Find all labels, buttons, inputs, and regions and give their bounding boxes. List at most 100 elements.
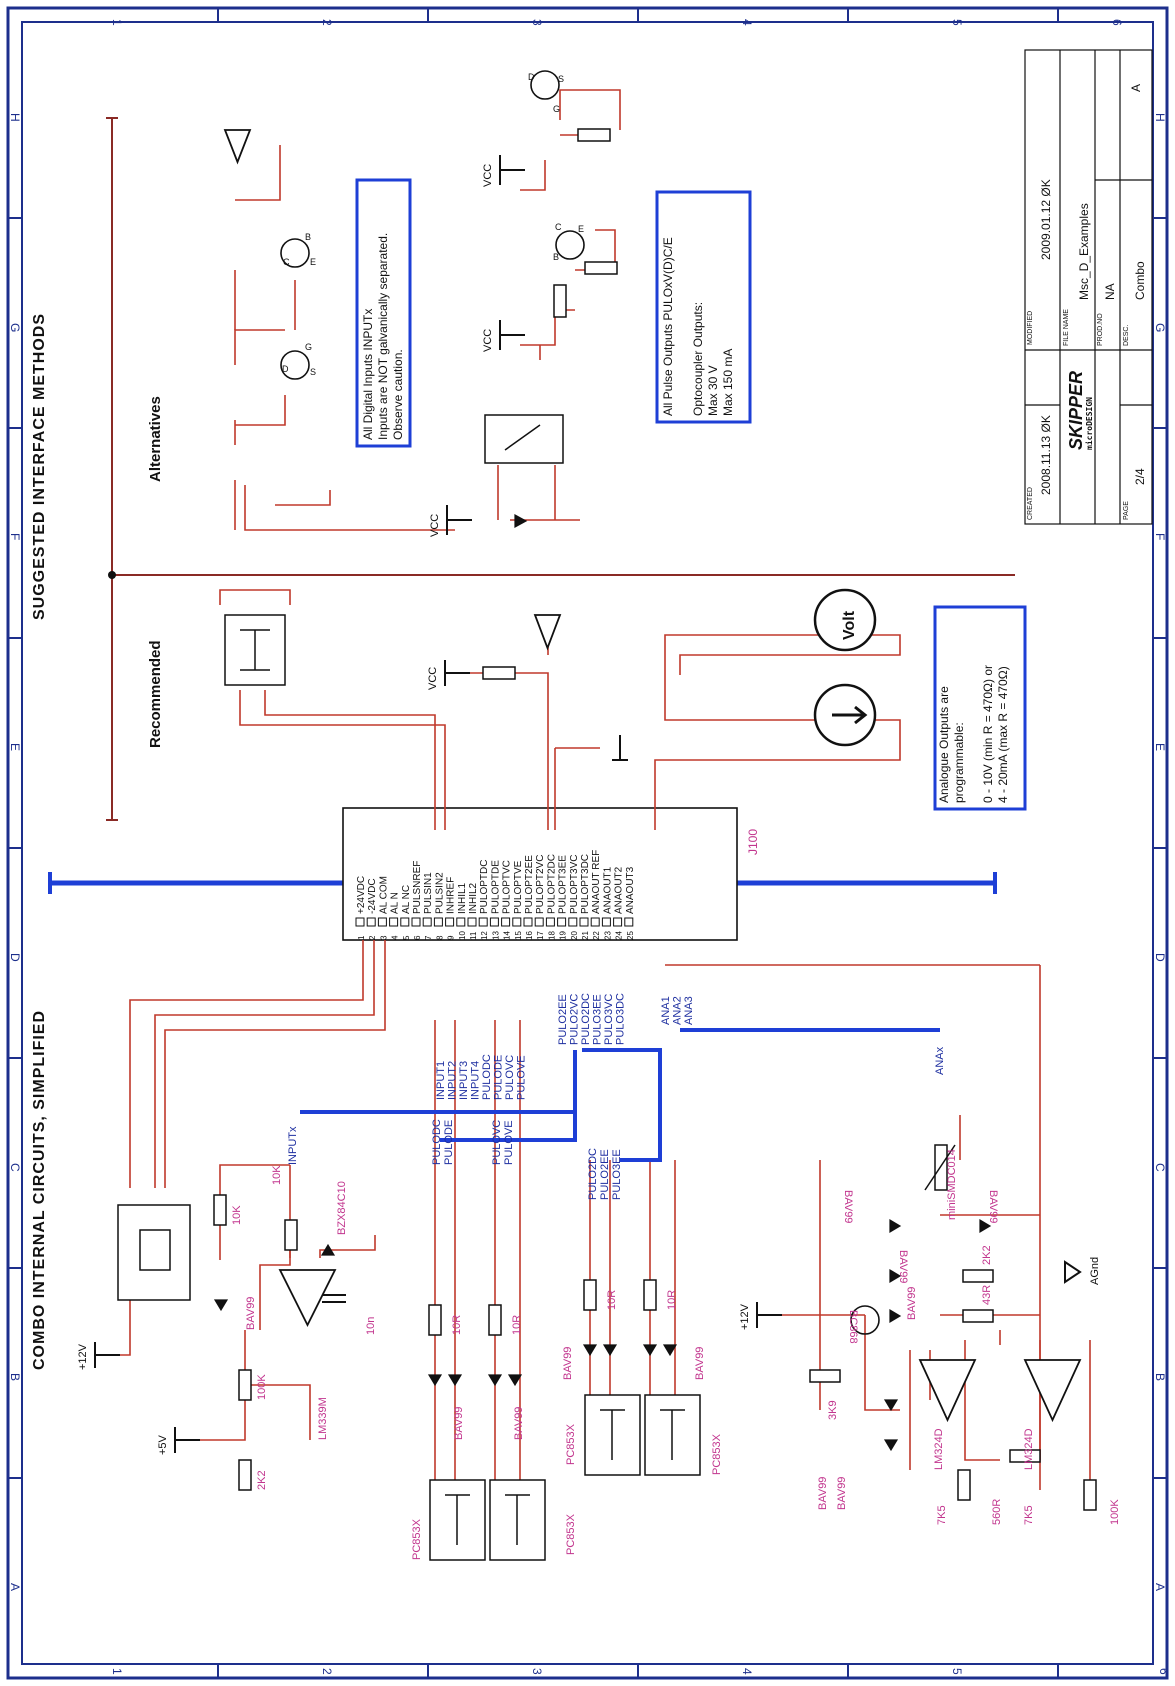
connector-pin-box [613, 917, 623, 927]
connector-pin-name: PULOPT2DC [546, 854, 557, 914]
tb-desc: Combo [1133, 261, 1147, 300]
net-labels-misc: INPUTx ANAx PULODC PULODE PULOVC PULOVE … [287, 1046, 946, 1200]
note-pulse-outputs: All Pulse Outputs PULOxV(D)C/E Optocoupl… [655, 190, 752, 424]
inverter-alternative [223, 129, 252, 165]
power-symbols [94, 155, 1082, 1453]
heading-internal-circuits: COMBO INTERNAL CIRCUITS, SIMPLIFIED [31, 1010, 48, 1370]
title-block-text: CREATED 2008.11.13 ØK MODIFIED 2009.01.1… [1027, 84, 1147, 520]
col-marker-4: 4 [740, 19, 754, 26]
connector-pin-name: AL COM [378, 876, 389, 914]
label-bav99-2: BAV99 [453, 1407, 465, 1440]
connector-pin-name: PULOPT3VC [569, 855, 580, 914]
connector-pin-name: PULOPTDC [479, 860, 490, 914]
connector-pin-box [489, 917, 499, 927]
label-vcc-2: VCC [429, 514, 441, 537]
relay-alternative [484, 414, 564, 464]
resistor-100k [238, 1369, 252, 1401]
component-labels: BZX84C10 10n 10K 10K 100K 2K2 BAV99 LM33… [231, 1149, 1121, 1560]
meters [813, 588, 877, 747]
tb-file: Msc_D_Examples [1077, 203, 1091, 300]
connector-pin-box [568, 917, 578, 927]
connector-pin-name: INHREF [446, 877, 457, 914]
col-marker-6: 6 [1110, 19, 1124, 26]
connector-pin-number: 13 [491, 931, 500, 940]
label-bav99-8: BAV99 [906, 1287, 918, 1320]
connector-pin-number: 1 [357, 935, 366, 940]
tb-desc-label: DESC. [1123, 325, 1130, 346]
connector-pin-number: 15 [514, 931, 523, 940]
connector-pin-box [557, 917, 567, 927]
row-marker-e-right: E [1153, 743, 1167, 751]
net-label: ANA2 [672, 996, 684, 1025]
capacitor-10n [322, 1294, 346, 1303]
connector-pin-box [366, 917, 376, 927]
resistor-10r-2 [488, 1304, 502, 1336]
net-anax: ANAx [934, 1046, 946, 1075]
pin-c-1: C [283, 257, 290, 267]
net-label: PULO2DC [580, 993, 592, 1045]
col-marker-3-bottom: 3 [530, 1668, 544, 1675]
label-vcc-3: VCC [482, 329, 494, 352]
connector-pin-box [433, 917, 443, 927]
pin-g-2: G [553, 104, 560, 114]
row-marker-f: F [8, 533, 22, 540]
row-marker-d-right: D [1153, 953, 1167, 962]
row-marker-g-right: G [1153, 323, 1167, 332]
wiring [95, 89, 1091, 1490]
title-block [1024, 49, 1153, 525]
resistor-7k5-b [1009, 1449, 1041, 1463]
label-r10r-3: 10R [606, 1290, 618, 1310]
connector-pin-name: INHIL2 [468, 882, 479, 914]
power-labels: VCC VCC VCC VCC +12V +5V +12V AGnd [77, 164, 1101, 1455]
net-pulo23-2: PULO3EE [611, 1149, 623, 1200]
label-r7k5-a: 7K5 [936, 1505, 948, 1525]
label-bav99-6: BAV99 [817, 1477, 829, 1510]
connector-pin-number: 18 [547, 931, 556, 940]
connector-pin-box [523, 917, 533, 927]
connector-pin-number: 23 [603, 931, 612, 940]
ground-symbol-analog [612, 735, 628, 761]
net-label: PULO2VC [569, 994, 581, 1045]
transistor-bc868 [850, 1305, 880, 1335]
vcc-symbol-mosfet [499, 155, 525, 185]
connector-pin-name: ANAOUT1 [602, 866, 613, 914]
net-label: ANA1 [660, 996, 672, 1025]
connector-pin-number: 25 [626, 931, 635, 940]
resistors [213, 128, 1097, 1511]
connector-pin-name: ANAOUT2 [614, 866, 625, 914]
connector-pin-name: PULSIN2 [434, 872, 445, 914]
label-pc853x-4: PC853X [711, 1433, 723, 1475]
label-p12v-1: +12V [77, 1343, 89, 1370]
pin-e-2: E [578, 224, 584, 234]
resistor-10r-1 [428, 1304, 442, 1336]
buses [300, 1028, 940, 1162]
connector-pin-box [377, 917, 387, 927]
connector-pin-box [445, 917, 455, 927]
transistor-alt-bjt [280, 238, 310, 268]
note-pulse-line-5: Max 150 mA [721, 349, 735, 416]
row-marker-h: H [8, 113, 22, 122]
connector-pin-name: INHIL1 [457, 882, 468, 914]
net-inputx: INPUTx [287, 1126, 299, 1165]
label-r43r: 43R [981, 1285, 993, 1305]
label-r100k: 100K [256, 1374, 268, 1400]
resistor-mosfet [577, 128, 611, 142]
vcc-symbol-bjt [499, 320, 525, 350]
optocouplers [224, 614, 701, 1561]
label-bav99-1: BAV99 [245, 1297, 257, 1330]
net-label: INPUT2 [447, 1061, 459, 1100]
col-marker-6-bottom: 6 [1157, 1668, 1171, 1675]
note-digital-line-3: Observe caution. [391, 349, 405, 440]
diodes [213, 513, 992, 1452]
connector-pin-name: ANAOUT REF [591, 850, 602, 914]
net-pulo1a-1: PULODE [443, 1120, 455, 1165]
connector-pin-box [501, 917, 511, 927]
connector-pin-box [512, 917, 522, 927]
voltmeter [813, 588, 877, 652]
tb-prod: NA [1103, 283, 1117, 300]
row-marker-b: B [8, 1373, 22, 1381]
row-marker-d: D [8, 953, 22, 962]
label-vcc-4: VCC [482, 164, 494, 187]
opto-internals [240, 629, 685, 1545]
